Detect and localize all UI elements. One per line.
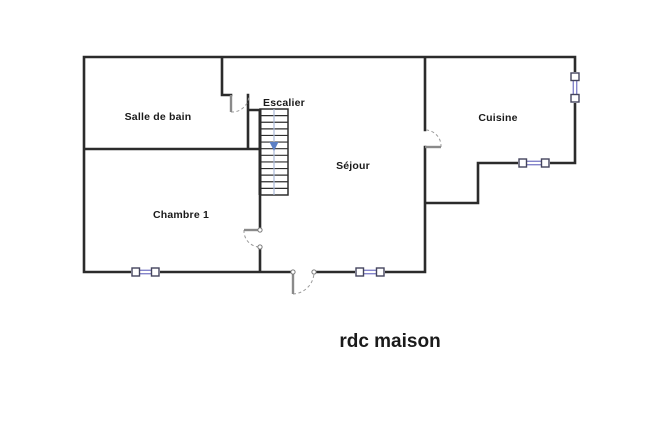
- window-sejour-south: [355, 267, 385, 277]
- label-salle-de-bain: Salle de bain: [125, 111, 192, 123]
- room-labels: Salle de bain Escalier Chambre 1 Séjour …: [125, 97, 518, 221]
- window-frame: [540, 158, 550, 168]
- door-swing-arc: [243, 229, 261, 248]
- window-frame: [570, 72, 580, 82]
- window-frame: [375, 267, 385, 277]
- window-chambre-south: [131, 267, 160, 277]
- label-cuisine: Cuisine: [478, 112, 517, 124]
- door-swing-arc: [230, 94, 250, 113]
- window-frame: [570, 93, 580, 103]
- door-chambre: [243, 227, 263, 250]
- window-gap: [518, 158, 550, 168]
- stair-direction-arrow: [269, 142, 279, 151]
- door-hinge-marker: [311, 269, 317, 275]
- label-chambre-1: Chambre 1: [153, 209, 209, 221]
- door-salle-de-bain: [229, 94, 250, 113]
- window-gap: [355, 267, 385, 277]
- window-cuisine-east: [570, 72, 580, 103]
- door-cuisine: [424, 129, 442, 149]
- window-frame: [518, 158, 528, 168]
- window-gap: [131, 267, 160, 277]
- window-frame: [150, 267, 160, 277]
- door-swing-arc: [292, 271, 315, 295]
- walls: [82, 55, 577, 274]
- door-hinge-marker: [257, 227, 263, 233]
- door-entrance: [290, 269, 317, 295]
- window-gap: [570, 72, 580, 103]
- doors-layer: [229, 94, 442, 295]
- window-frame: [355, 267, 365, 277]
- stairs: [258, 108, 289, 196]
- door-swing-arc: [424, 129, 442, 148]
- plan-title: rdc maison: [339, 331, 440, 352]
- windows-layer: [131, 72, 580, 277]
- door-hinge-marker: [290, 269, 296, 275]
- window-frame: [131, 267, 141, 277]
- door-hinge-marker: [257, 244, 263, 250]
- label-sejour: Séjour: [336, 160, 370, 172]
- label-escalier: Escalier: [263, 97, 305, 109]
- window-cuisine-south: [518, 158, 550, 168]
